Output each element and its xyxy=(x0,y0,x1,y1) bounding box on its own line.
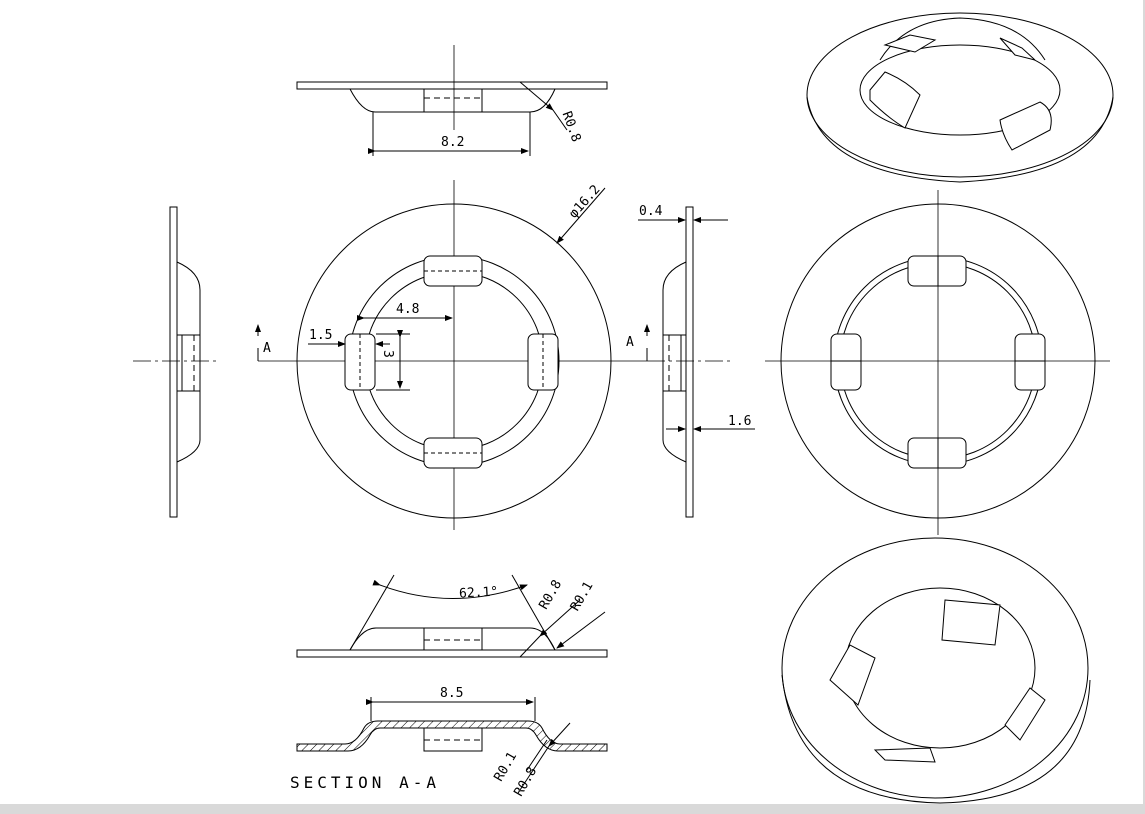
dim-section-width: 8.5 xyxy=(440,686,463,701)
bottom-profile-view xyxy=(296,574,608,658)
dim-height: 1.6 xyxy=(728,414,751,429)
dim-tab-length: 3 xyxy=(380,350,395,358)
dim-top-width: 8.2 xyxy=(441,135,464,150)
dim-tab-width: 1.5 xyxy=(309,328,332,343)
dim-top-radius: R0.8 xyxy=(559,110,584,145)
sheet-border-right xyxy=(1143,0,1145,814)
dim-radius-b: R0.1 xyxy=(568,579,597,614)
dim-inner-offset: 4.8 xyxy=(396,302,419,317)
right-side-view xyxy=(638,206,755,518)
isometric-view-top xyxy=(806,12,1114,183)
left-side-view xyxy=(133,206,220,518)
isometric-view-bottom xyxy=(781,537,1091,804)
section-a-a-view xyxy=(296,697,608,791)
top-profile-view xyxy=(296,45,608,156)
dim-section-r1: R0.1 xyxy=(492,750,521,785)
dim-angle: 62.1° xyxy=(459,585,499,602)
dim-section-r2: R0.8 xyxy=(512,765,541,800)
dim-thickness: 0.4 xyxy=(639,204,663,219)
section-mark-left: A xyxy=(263,341,271,356)
main-front-view xyxy=(255,180,650,530)
dim-radius-a: R0.8 xyxy=(537,578,566,613)
section-mark-right: A xyxy=(626,335,634,350)
section-title: SECTION A-A xyxy=(290,773,440,792)
dim-outer-diameter: φ16.2 xyxy=(566,182,603,221)
rear-front-view xyxy=(765,190,1110,535)
sheet-border-bottom xyxy=(0,804,1145,814)
